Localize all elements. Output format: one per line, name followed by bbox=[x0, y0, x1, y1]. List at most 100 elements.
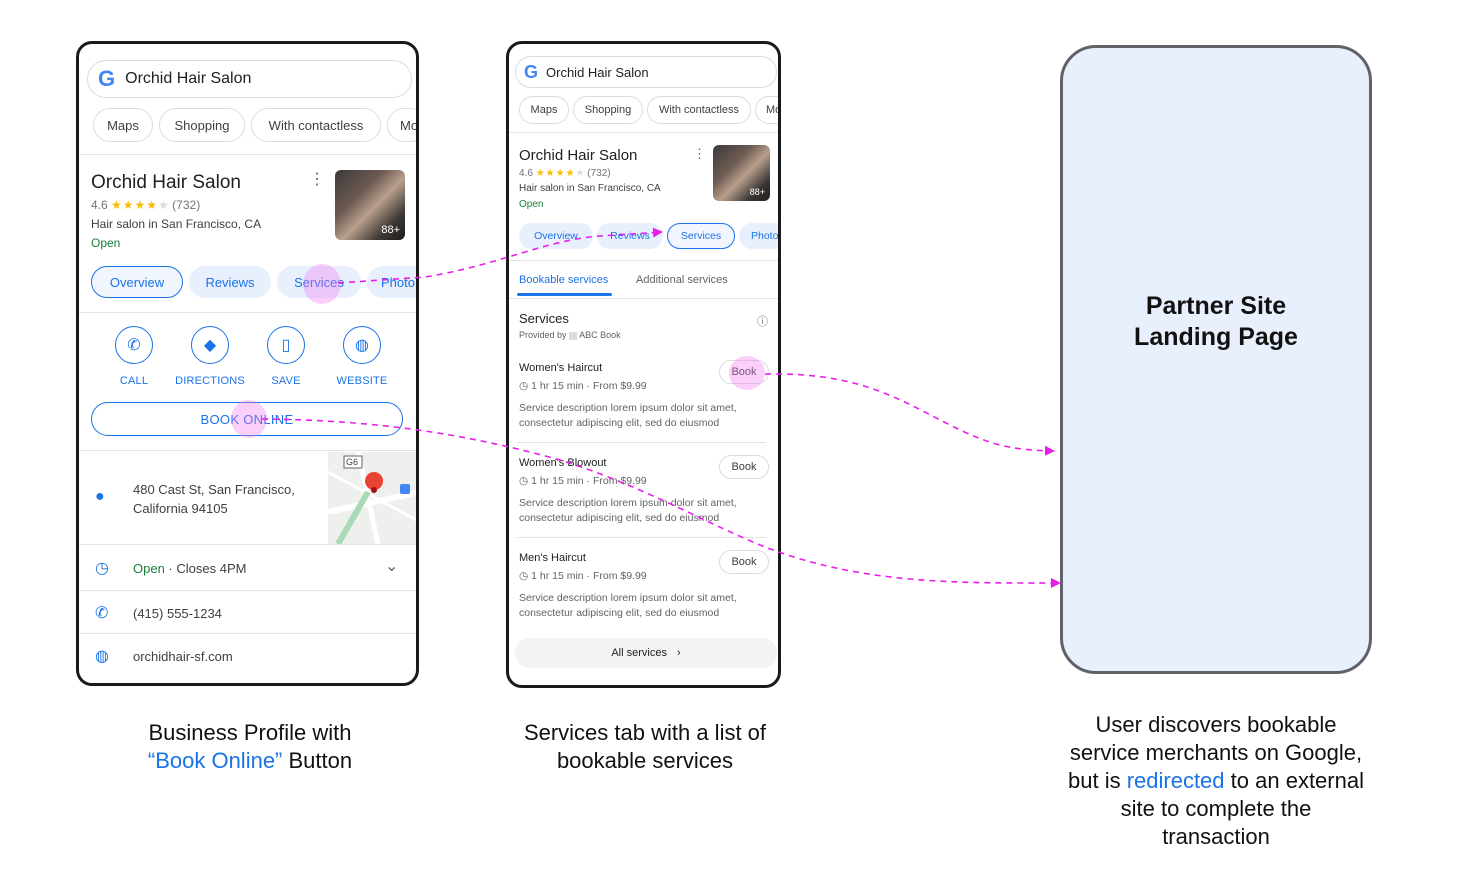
divider bbox=[517, 442, 766, 443]
chevron-down-icon[interactable]: ⌄ bbox=[385, 558, 399, 575]
chip-more[interactable]: Mo bbox=[755, 96, 778, 124]
provided-by: Provided by ABC Book bbox=[519, 330, 621, 340]
save-label: SAVE bbox=[271, 375, 301, 387]
caption-business-profile: Business Profile with “Book Online” Butt… bbox=[80, 719, 420, 775]
chip-maps[interactable]: Maps bbox=[93, 108, 153, 142]
chip-shopping[interactable]: Shopping bbox=[573, 96, 643, 124]
service-duration-price: 1 hr 15 min · From $9.99 bbox=[531, 380, 647, 392]
address-line-1: 480 Cast St, San Francisco, bbox=[133, 482, 295, 497]
book-online-button[interactable]: BOOK ONLINE bbox=[91, 402, 403, 436]
chip-maps[interactable]: Maps bbox=[519, 96, 569, 124]
clock-icon: ◷ bbox=[519, 570, 532, 582]
divider bbox=[79, 590, 416, 591]
directions-icon: ◆ bbox=[191, 326, 229, 364]
caption-left-line-2: “Book Online” Button bbox=[80, 747, 420, 775]
caption-right-c2: to an external bbox=[1224, 768, 1364, 793]
book-button[interactable]: Book bbox=[719, 455, 769, 479]
call-action[interactable]: ✆ CALL bbox=[99, 326, 169, 387]
divider bbox=[79, 544, 416, 545]
services-tab-phone: G Orchid Hair Salon Maps Shopping With c… bbox=[506, 41, 781, 688]
review-count[interactable]: (732) bbox=[172, 198, 201, 212]
chip-with-contactless[interactable]: With contactless bbox=[251, 108, 381, 142]
chip-more[interactable]: Mo bbox=[387, 108, 416, 142]
tab-services[interactable]: Services bbox=[667, 223, 735, 249]
caption-right-line-3: but is redirected to an external bbox=[1030, 767, 1402, 795]
book-button[interactable]: Book bbox=[719, 550, 769, 574]
more-vert-icon[interactable]: ⋮ bbox=[693, 146, 706, 161]
divider bbox=[79, 450, 416, 451]
business-name: Orchid Hair Salon bbox=[519, 147, 638, 164]
chip-shopping[interactable]: Shopping bbox=[159, 108, 245, 142]
service-duration-price: 1 hr 15 min · From $9.99 bbox=[531, 475, 647, 487]
google-logo-icon: G bbox=[524, 61, 539, 82]
tab-reviews[interactable]: Reviews bbox=[597, 223, 663, 249]
tap-highlight-services bbox=[303, 264, 341, 304]
all-services-button[interactable]: All services › bbox=[515, 638, 777, 668]
directions-label: DIRECTIONS bbox=[175, 375, 245, 387]
directions-action[interactable]: ◆ DIRECTIONS bbox=[175, 326, 245, 387]
map-thumbnail[interactable]: G6 bbox=[328, 452, 416, 544]
caption-right-link: redirected bbox=[1126, 768, 1225, 793]
caption-right-line-5: transaction bbox=[1162, 824, 1270, 849]
more-vert-icon[interactable]: ⋮ bbox=[309, 171, 325, 188]
subtab-bookable-services[interactable]: Bookable services bbox=[519, 274, 609, 286]
caption-right-line-2: service merchants on Google, bbox=[1069, 740, 1363, 765]
address-line-2: California 94105 bbox=[133, 501, 228, 516]
tab-reviews[interactable]: Reviews bbox=[189, 266, 271, 298]
divider bbox=[509, 298, 778, 299]
rating-value: 4.6 bbox=[91, 198, 108, 212]
caption-middle-line-1: Services tab with a list of bbox=[523, 720, 767, 745]
book-button[interactable]: Book bbox=[719, 360, 769, 384]
partner-site-landing-page: Partner Site Landing Page bbox=[1060, 45, 1372, 674]
divider bbox=[509, 132, 778, 133]
clock-icon: ◷ bbox=[95, 560, 109, 577]
tab-services[interactable]: Services bbox=[277, 266, 361, 298]
phone-number[interactable]: (415) 555-1234 bbox=[133, 606, 222, 621]
website-link[interactable]: orchidhair-sf.com bbox=[133, 649, 233, 664]
tab-overview[interactable]: Overview bbox=[519, 223, 593, 249]
hours-row[interactable]: Open · Closes 4PM bbox=[133, 559, 246, 578]
website-action[interactable]: ◍ WEBSITE bbox=[327, 326, 397, 387]
search-bar[interactable]: G Orchid Hair Salon bbox=[87, 60, 412, 98]
chevron-right-icon: › bbox=[676, 647, 681, 659]
photo-count: 88+ bbox=[749, 187, 765, 197]
caption-right-line-1: User discovers bookable bbox=[1095, 712, 1337, 737]
divider bbox=[509, 260, 778, 261]
save-action[interactable]: ▯ SAVE bbox=[251, 326, 321, 387]
rating-stars-icon: ★★★★ bbox=[111, 198, 159, 212]
caption-middle-line-2: bookable services bbox=[556, 748, 734, 773]
tab-overview[interactable]: Overview bbox=[91, 266, 183, 298]
rating-star-empty-icon: ★ bbox=[575, 168, 585, 179]
search-bar[interactable]: G Orchid Hair Salon bbox=[515, 56, 777, 88]
tab-photos[interactable]: Photo bbox=[739, 223, 778, 249]
divider bbox=[517, 537, 766, 538]
caption-partner-redirect: User discovers bookable service merchant… bbox=[1030, 711, 1402, 851]
rating-stars-icon: ★★★★ bbox=[535, 168, 576, 179]
business-photo[interactable]: 88+ bbox=[335, 170, 405, 240]
location-pin-icon: ● bbox=[95, 488, 105, 505]
info-icon[interactable]: ⓘ bbox=[757, 316, 768, 328]
partner-title: Partner Site Landing Page bbox=[1134, 291, 1298, 353]
subtab-additional-services[interactable]: Additional services bbox=[636, 274, 728, 286]
service-meta: ◷ 1 hr 15 min · From $9.99 bbox=[519, 380, 647, 392]
business-photo[interactable]: 88+ bbox=[713, 145, 770, 201]
open-status: Open bbox=[519, 199, 544, 210]
partner-title-line-1: Partner Site bbox=[1145, 291, 1287, 320]
divider bbox=[79, 154, 416, 155]
caption-services-tab: Services tab with a list of bookable ser… bbox=[480, 719, 810, 775]
service-meta: ◷ 1 hr 15 min · From $9.99 bbox=[519, 570, 647, 582]
globe-icon: ◍ bbox=[95, 648, 109, 665]
service-description: Service description lorem ipsum dolor si… bbox=[519, 497, 737, 524]
caption-right-c1: but is bbox=[1068, 768, 1127, 793]
services-heading: Services bbox=[519, 311, 569, 326]
review-count[interactable]: (732) bbox=[587, 168, 611, 179]
chip-with-contactless[interactable]: With contactless bbox=[647, 96, 751, 124]
partner-title-line-2: Landing Page bbox=[1134, 322, 1298, 351]
business-category: Hair salon in San Francisco, CA bbox=[519, 183, 661, 194]
provider-logo-icon bbox=[569, 331, 578, 340]
call-label: CALL bbox=[119, 375, 149, 387]
tab-photos[interactable]: Photo bbox=[367, 266, 416, 298]
caption-left-line-1: Business Profile with bbox=[148, 720, 352, 745]
google-logo-icon: G bbox=[98, 66, 116, 91]
globe-icon: ◍ bbox=[343, 326, 381, 364]
